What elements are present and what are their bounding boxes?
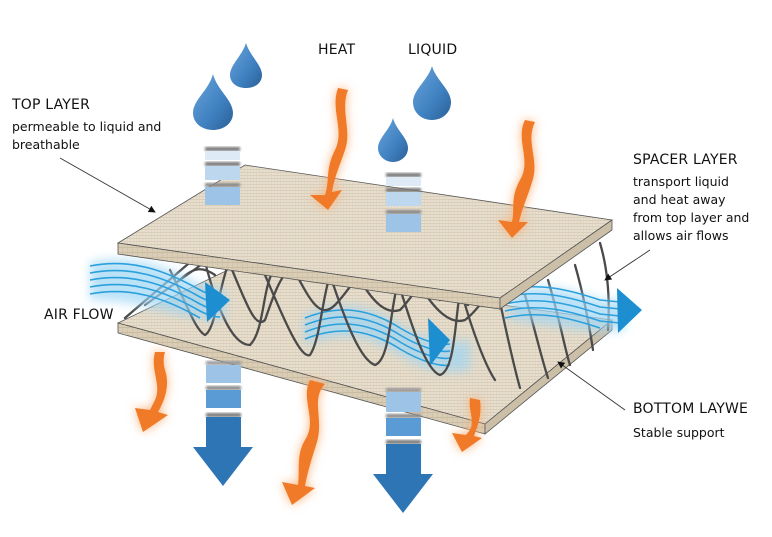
liquid-arrow-bottom-1 (193, 361, 253, 486)
bottom-layer-title: BOTTOM LAYWE (633, 401, 749, 417)
spacer-layer-description-line-3: from top layer and (633, 210, 750, 225)
spacer-layer-description-line-1: transport liquid (633, 174, 729, 189)
liquid-bars-top-2 (386, 173, 421, 232)
liquid-bars-top-1 (205, 147, 240, 205)
spacer-layer-title: SPACER LAYER (633, 152, 738, 168)
heat-arrow-bottom-3 (452, 398, 482, 452)
bottom-layer-description-line-1: Stable support (633, 425, 725, 440)
spacer-layer-callout-line (604, 249, 651, 281)
liquid-drop-3 (413, 66, 451, 120)
top-layer-description-line-2: breathable (12, 137, 80, 152)
heat-arrow-top-1 (310, 88, 348, 210)
liquid-arrow-bottom-2 (373, 388, 433, 513)
liquid-drop-4 (378, 118, 408, 162)
liquid-drop-2 (193, 74, 233, 130)
air-flow-stream-left (89, 259, 230, 322)
spacer-layer-description-line-2: and heat away (633, 192, 726, 207)
heat-arrow-bottom-2 (282, 380, 325, 505)
top-layer-title: TOP LAYER (12, 97, 91, 113)
heat-label: HEAT (318, 42, 356, 58)
top-layer-plate (116, 164, 614, 310)
air-flow-label: AIR FLOW (44, 307, 114, 323)
heat-arrow-bottom-1 (135, 352, 168, 432)
heat-arrow-top-2 (498, 120, 535, 238)
top-layer-description-line-1: permeable to liquid and (12, 119, 162, 134)
liquid-label: LIQUID (408, 42, 458, 58)
liquid-drop-1 (230, 43, 262, 88)
spacer-layer-description-line-4: allows air flows (633, 228, 729, 243)
bottom-layer-callout-line (557, 361, 626, 411)
top-layer-callout-line (59, 157, 156, 213)
